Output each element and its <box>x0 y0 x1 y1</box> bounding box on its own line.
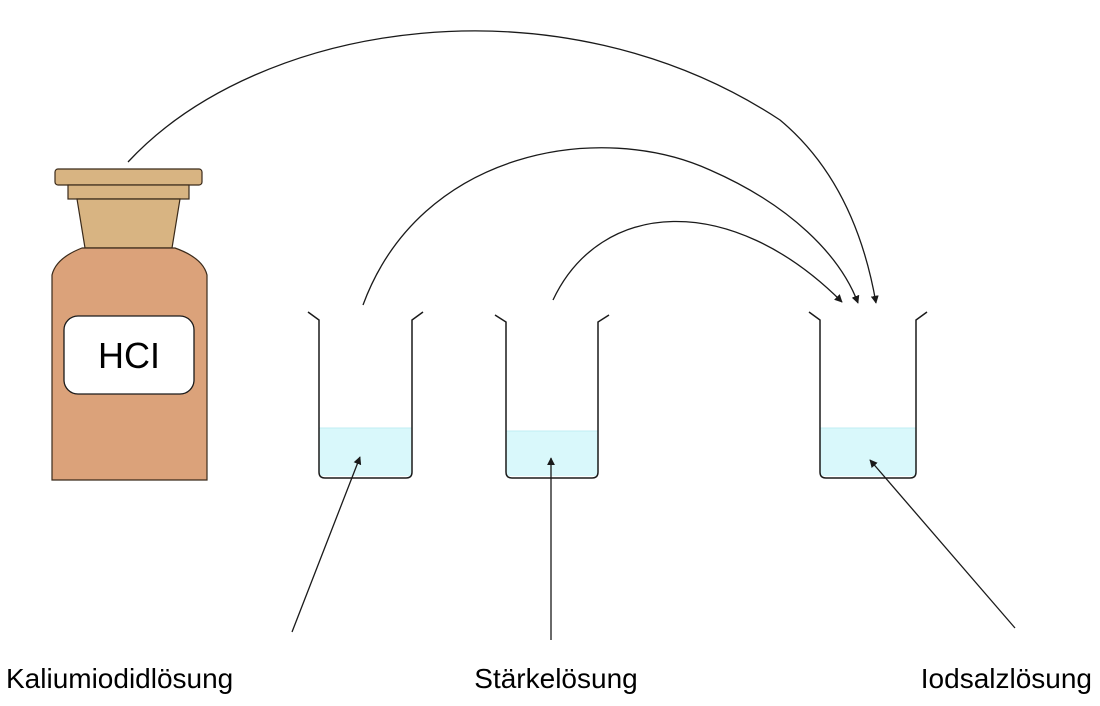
pointer-kaliumiodid <box>291 456 362 633</box>
bottle-stopper-ring <box>67 184 190 200</box>
bottle-label <box>63 315 195 395</box>
beaker-solution <box>319 428 412 476</box>
arc-hcl-to-iodsalz <box>127 30 879 304</box>
caption-staerke: Stärkelösung <box>474 663 637 694</box>
beaker-outline <box>307 311 424 479</box>
hcl-bottle: HCI <box>51 168 208 481</box>
bottle-label-text: HCI <box>98 335 160 376</box>
beaker-staerke <box>494 314 610 479</box>
beaker-kaliumiodid <box>307 311 424 479</box>
beaker-iodsalz <box>808 311 928 479</box>
beaker-solution <box>506 431 598 476</box>
bottle-stopper-cap <box>54 168 203 186</box>
arc-staerke-to-iodsalz <box>552 220 843 303</box>
bottle-neck <box>76 198 181 249</box>
pointer-iodsalz <box>869 459 1016 629</box>
beaker-outline <box>808 311 928 479</box>
beaker-outline <box>494 314 610 479</box>
beaker-solution <box>820 428 916 476</box>
caption-iodsalz: Iodsalzlösung <box>921 663 1092 694</box>
arc-kaliumiodid-to-iodsalz <box>362 147 860 306</box>
caption-kaliumiodid: Kaliumiodidlösung <box>6 663 233 694</box>
